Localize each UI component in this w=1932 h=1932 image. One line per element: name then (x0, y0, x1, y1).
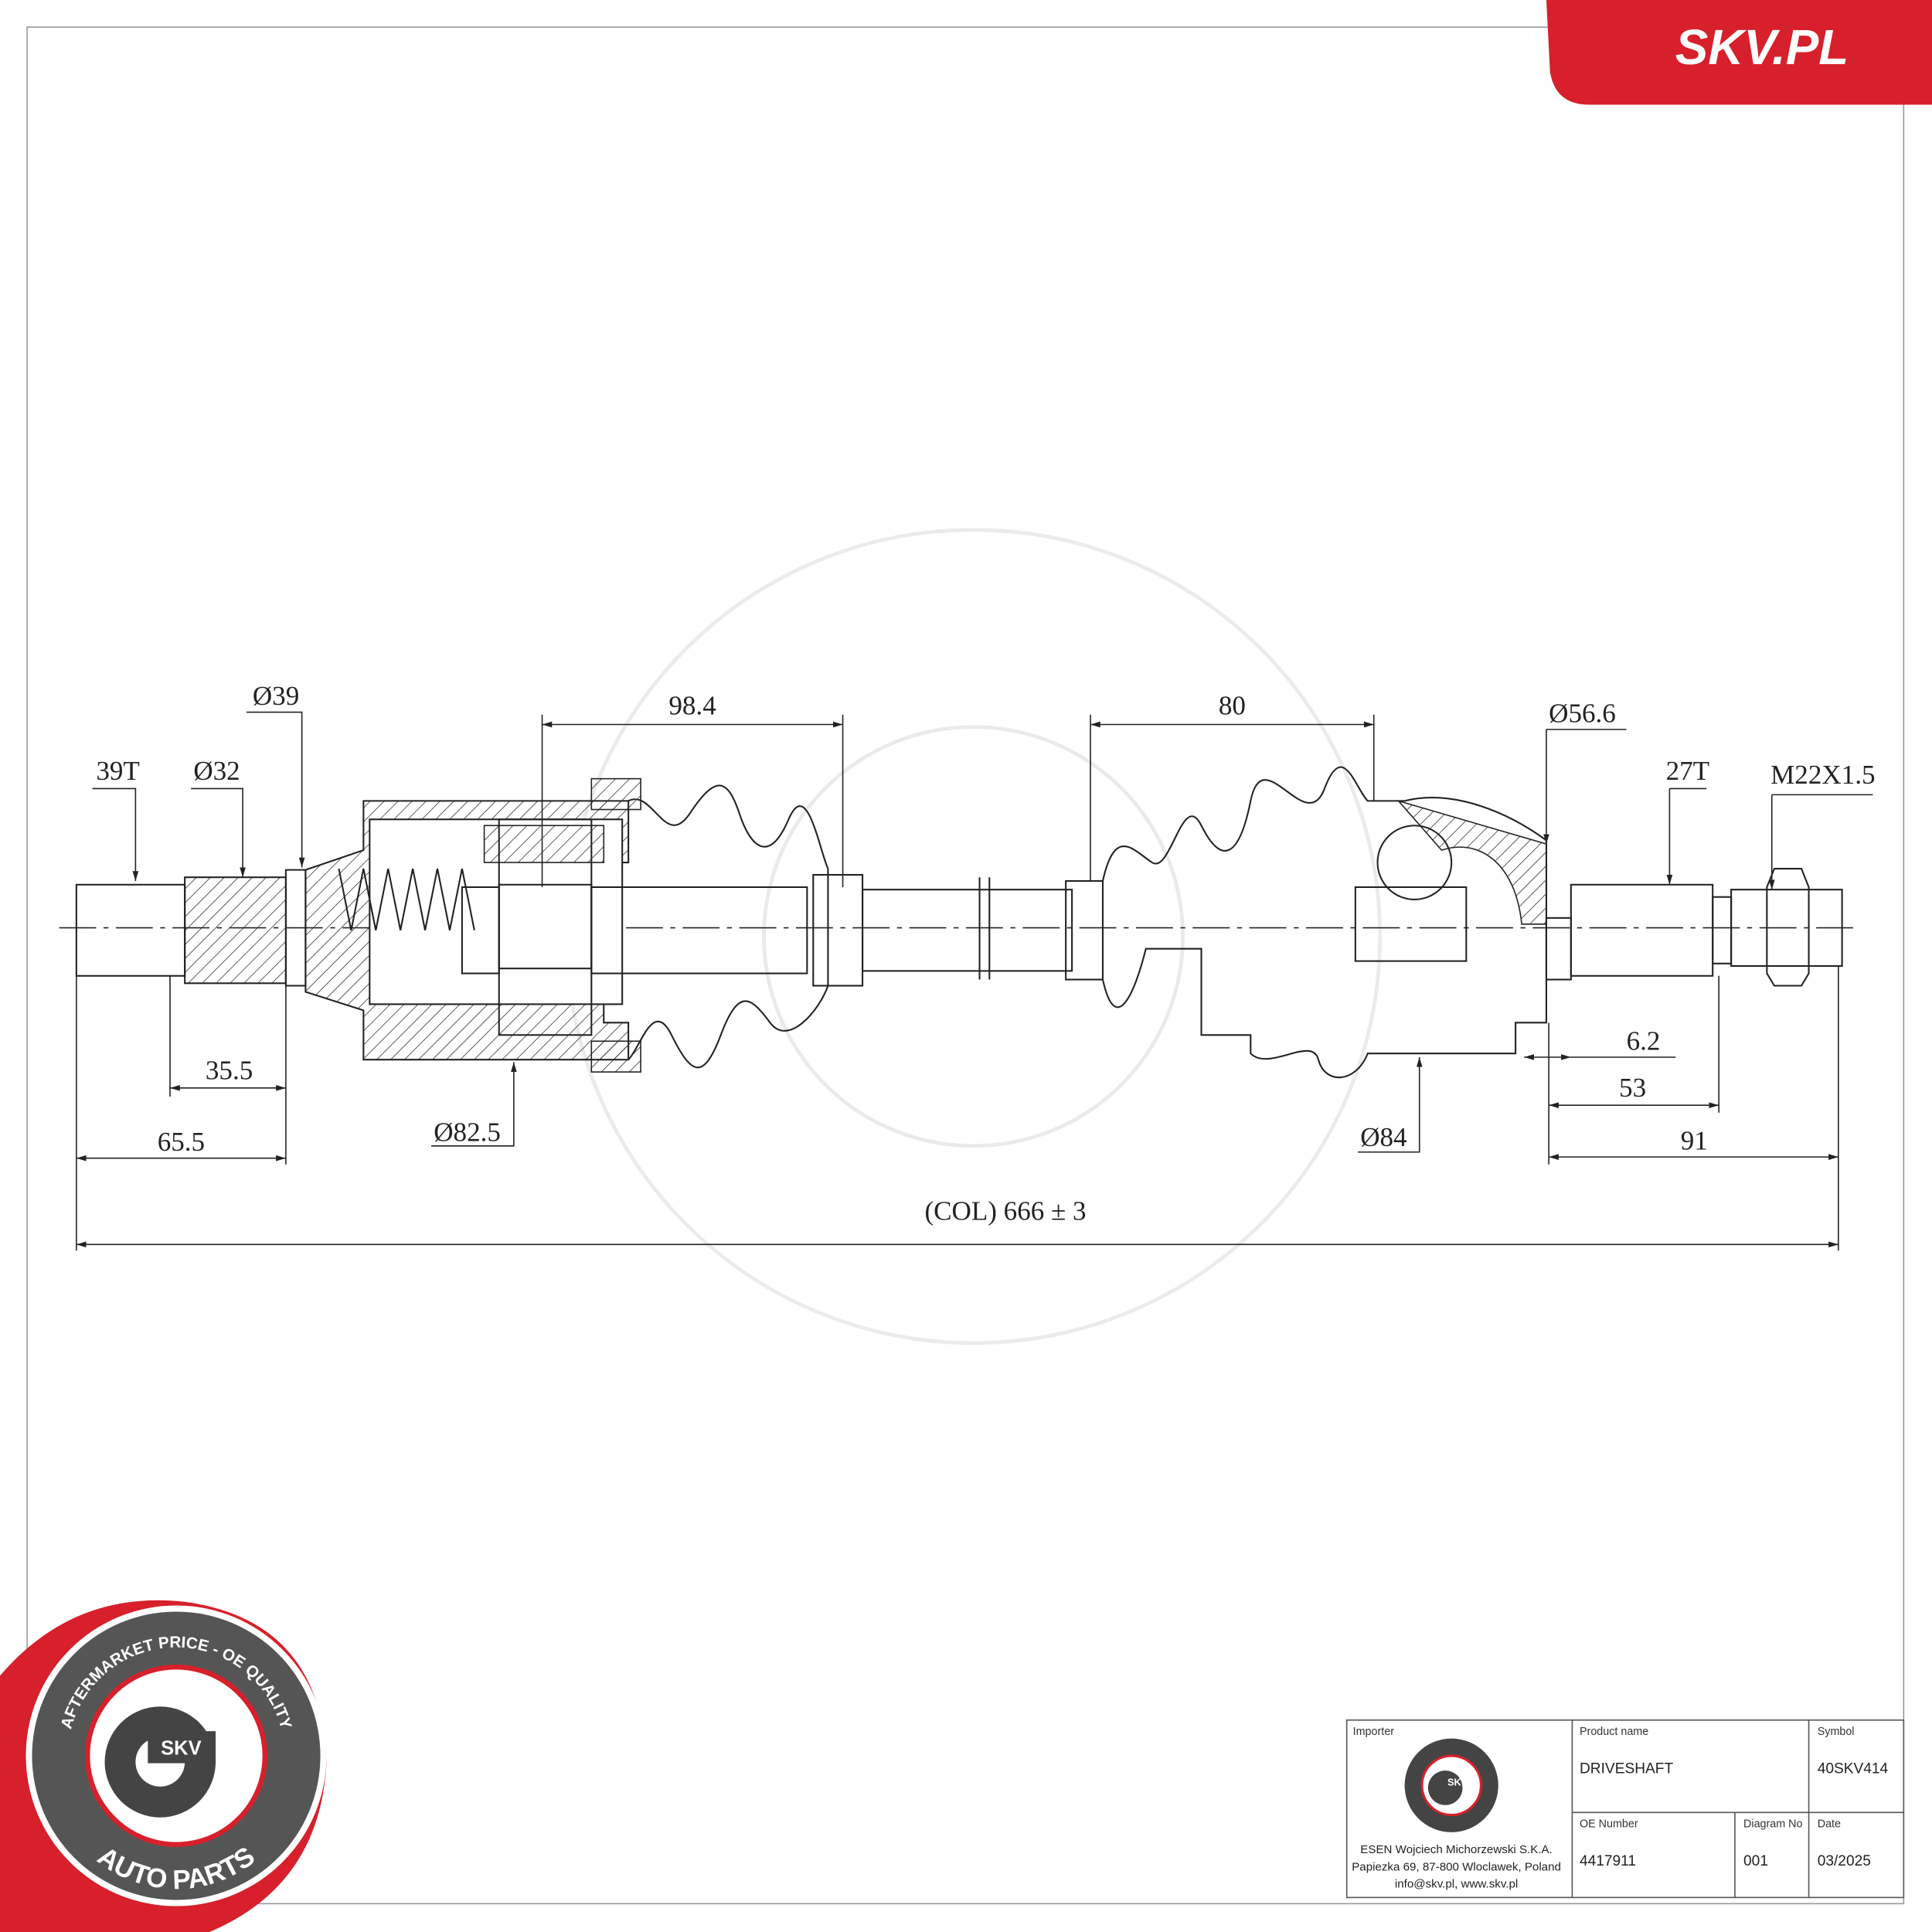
oe-number: 4417911 (1580, 1853, 1636, 1869)
corner-logo-text: SKV.PL (1675, 19, 1849, 75)
diagram-no-label: Diagram No (1743, 1818, 1802, 1830)
oe-number-label: OE Number (1580, 1818, 1638, 1830)
driveshaft-drawing (75, 766, 1843, 1079)
date-value: 03/2025 (1818, 1853, 1871, 1869)
importer-line2: Papiezka 69, 87-800 Wloclawek, Poland (1352, 1860, 1561, 1873)
corner-logo: SKV.PL (1546, 0, 1932, 105)
dim-total-length: (COL) 666 ± 3 (924, 1196, 1086, 1226)
dim-6-2: 6.2 (1627, 1026, 1661, 1056)
importer-line3: info@skv.pl, www.skv.pl (1395, 1878, 1518, 1891)
importer-line1: ESEN Wojciech Michorzewski S.K.A. (1360, 1843, 1553, 1856)
importer-label: Importer (1353, 1726, 1395, 1738)
dim-thread: M22X1.5 (1770, 760, 1875, 790)
dimension-lines (76, 711, 1873, 1251)
stamp-center-text: SKV (161, 1737, 201, 1759)
dim-dia-84: Ø84 (1360, 1122, 1406, 1152)
importer-logo: SKV (1404, 1738, 1498, 1832)
dim-53: 53 (1619, 1073, 1646, 1103)
product-name: DRIVESHAFT (1580, 1760, 1673, 1777)
dimension-labels: 39T Ø32 Ø39 98.4 80 Ø56.6 27T M22X1.5 35… (96, 681, 1875, 1226)
dim-dia-32: Ø32 (193, 756, 240, 786)
symbol-label: Symbol (1818, 1726, 1855, 1738)
dim-dia-56-6: Ø56.6 (1549, 698, 1616, 728)
date-label: Date (1818, 1818, 1841, 1830)
dim-65-5: 65.5 (158, 1127, 205, 1157)
product-name-label: Product name (1580, 1726, 1648, 1738)
symbol-value: 40SKV414 (1818, 1760, 1889, 1777)
diagram-no: 001 (1743, 1853, 1768, 1869)
dim-80: 80 (1219, 691, 1246, 721)
title-block: Importer SKV ESEN Wojciech Michorzewski … (1345, 1719, 1905, 1899)
dim-dia-39: Ø39 (253, 681, 299, 711)
dim-98-4: 98.4 (668, 691, 716, 721)
svg-text:SKV: SKV (1447, 1776, 1468, 1787)
dim-dia-82-5: Ø82.5 (434, 1117, 501, 1147)
dim-35-5: 35.5 (206, 1056, 253, 1086)
dim-27t: 27T (1666, 756, 1709, 786)
sheet-border (26, 26, 1905, 1905)
quality-stamp: AFTERMARKET PRICE - OE QUALITY AUTO PART… (0, 1600, 327, 1932)
dim-39t: 39T (96, 756, 139, 786)
dim-91: 91 (1681, 1126, 1708, 1156)
